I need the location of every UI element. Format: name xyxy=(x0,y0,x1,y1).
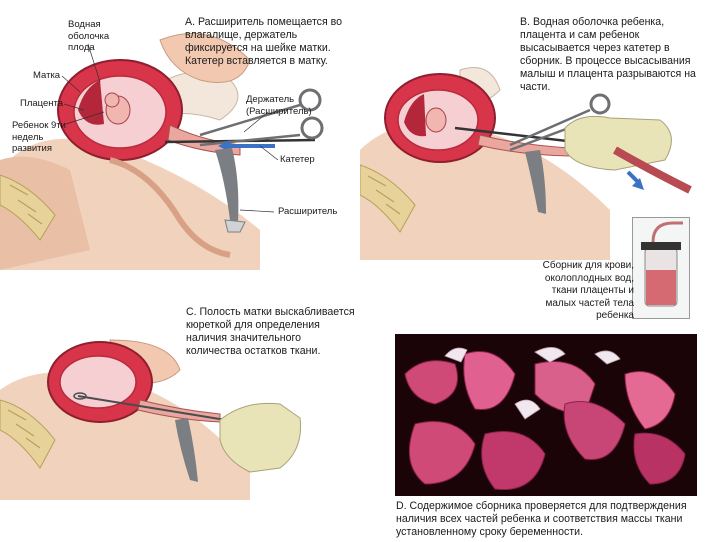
panel-a-illustration xyxy=(0,32,324,270)
panel-d: D. Содержимое сборника проверяется для п… xyxy=(360,320,720,542)
label-catheter: Катетер xyxy=(280,154,315,165)
caption-b: B. Водная оболочка ребенка, плацента и с… xyxy=(520,16,696,93)
label-amniotic-sac: Водная оболочка плода xyxy=(68,19,110,53)
caption-a: A. Расширитель помещается во влагалище, … xyxy=(185,16,343,67)
panel-b-illustration xyxy=(360,67,692,260)
panel-c-illustration xyxy=(0,339,302,500)
label-holder: Держатель (Расширитель) xyxy=(246,94,312,117)
caption-d: D. Содержимое сборника проверяется для п… xyxy=(396,500,687,538)
panel-a: Водная оболочка плода Матка Плацента Реб… xyxy=(0,0,360,270)
collector-photo xyxy=(632,217,690,319)
panel-c: C. Полость матки выскабливается кюреткой… xyxy=(0,300,360,542)
panel-b: B. Водная оболочка ребенка, плацента и с… xyxy=(360,0,720,321)
tissue-photo xyxy=(395,334,697,496)
label-dilator: Расширитель xyxy=(278,206,338,217)
label-placenta: Плацента xyxy=(20,98,64,109)
label-fetus: Ребенок 9ти недель развития xyxy=(12,120,66,154)
collector-label: Сборник для крови, околоплодных вод, тка… xyxy=(542,260,634,321)
caption-c: C. Полость матки выскабливается кюреткой… xyxy=(186,306,355,357)
label-uterus: Матка xyxy=(33,70,61,81)
